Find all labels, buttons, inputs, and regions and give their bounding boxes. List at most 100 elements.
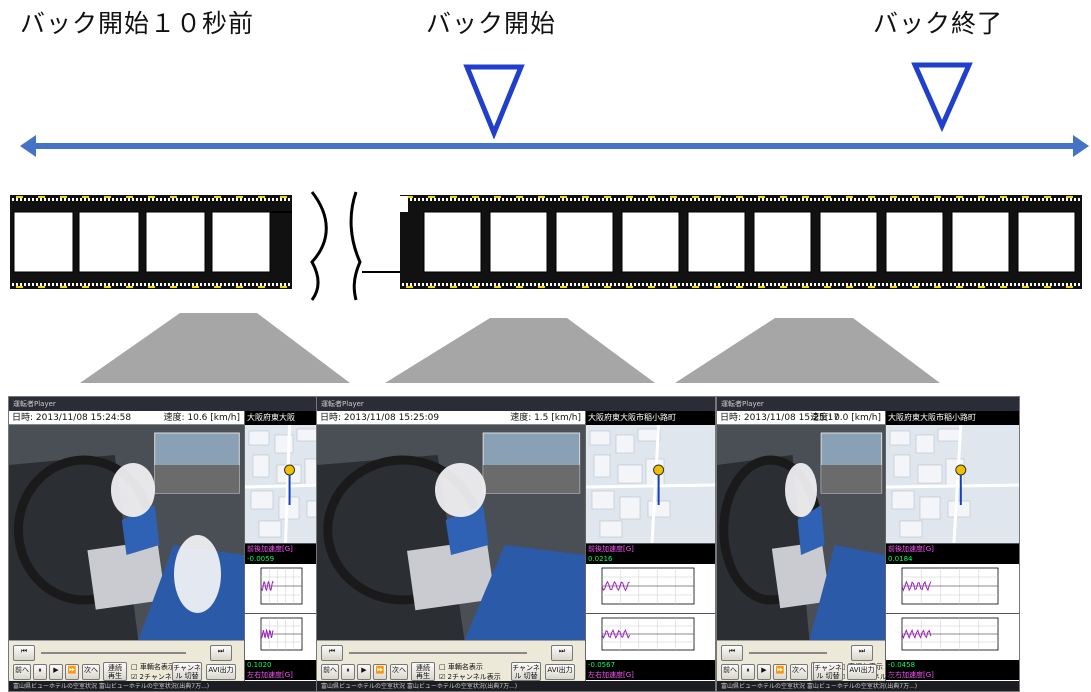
timeline-diagram bbox=[10, 62, 1089, 383]
film-frame bbox=[555, 211, 614, 273]
avi-output-button[interactable]: AVI出力 bbox=[206, 664, 236, 680]
player-screenshot-2: 運転者Player 日時: 2013/11/08 15:25:09 速度: 1.… bbox=[316, 396, 716, 692]
play-button[interactable]: ▶ bbox=[49, 664, 63, 680]
side-panel: 大阪府東大阪市稲小路町 前後加速度[G]0.0216 bbox=[585, 411, 715, 681]
chart2-title: 左右加速度[G] bbox=[247, 671, 293, 679]
projection-3 bbox=[675, 318, 940, 383]
channel-switch-button[interactable]: チャンネル 切替 bbox=[511, 662, 541, 681]
break-mark-left bbox=[310, 191, 328, 301]
channel-switch-button[interactable]: チャンネル 切替 bbox=[813, 662, 843, 681]
next-frame-button[interactable]: ⏭ bbox=[551, 645, 573, 661]
prev-frame-button[interactable]: ⏮ bbox=[721, 645, 743, 661]
film-frame bbox=[211, 211, 271, 273]
two-channel-checkbox[interactable]: ☑ 2チャンネル表示 bbox=[131, 673, 193, 681]
avi-output-button[interactable]: AVI出力 bbox=[847, 664, 877, 680]
next-button[interactable]: 次へ bbox=[390, 664, 408, 680]
arrow-head-left bbox=[20, 135, 36, 157]
vehicle-name-checkbox[interactable]: □ 車輌名表示 bbox=[439, 663, 483, 671]
avi-output-button[interactable]: AVI出力 bbox=[545, 664, 575, 680]
film-frame bbox=[687, 211, 746, 273]
side-panel: 大阪府東大阪 前後加速度[G] -0.0059 bbox=[244, 411, 323, 681]
play-button[interactable]: ▶ bbox=[357, 664, 371, 680]
chart1-value: 0.0216 bbox=[588, 555, 613, 563]
chart-longitudinal: 前後加速度[G] -0.0059 bbox=[245, 543, 323, 614]
marker-start bbox=[463, 64, 525, 140]
next-button[interactable]: 次へ bbox=[790, 664, 808, 680]
film-frame bbox=[78, 211, 140, 273]
film-frame bbox=[423, 211, 482, 273]
projection-1 bbox=[80, 313, 350, 383]
chart1-value: -0.0059 bbox=[247, 555, 275, 563]
film-frame bbox=[753, 211, 812, 273]
continuous-play-button[interactable]: 連続 再生 bbox=[411, 662, 435, 681]
pause-button[interactable]: ⏸ bbox=[741, 664, 755, 680]
film-frame bbox=[1017, 211, 1076, 273]
info-bar: 日時: 2013/11/08 15:25:09 速度: 1.5 [km/h] bbox=[317, 411, 585, 425]
chart-longitudinal: 前後加速度[G]0.0184 bbox=[886, 543, 1019, 614]
face-blur bbox=[110, 463, 156, 517]
projection-2 bbox=[385, 318, 655, 383]
next-frame-button[interactable]: ⏭ bbox=[851, 645, 873, 661]
taskbar: 富山県ビューホテルの空室状況 富山ビューホテルの空室状況(出典7万...) bbox=[317, 681, 715, 691]
film-frame bbox=[819, 211, 878, 273]
fast-forward-button[interactable]: ⏩ bbox=[773, 664, 787, 680]
seek-bar[interactable] bbox=[749, 652, 827, 654]
camera-view bbox=[9, 425, 244, 640]
prev-frame-button[interactable]: ⏮ bbox=[321, 645, 343, 661]
face-blur bbox=[785, 463, 817, 517]
playback-controls: ⏮ ⏭ 前へ ⏸ ▶ ⏩ 次へ 連続 再生 □ 車輌名表示 ☑ 2チャンネル表示… bbox=[717, 640, 901, 682]
chart-longitudinal: 前後加速度[G]0.0216 bbox=[586, 543, 715, 614]
prev-button[interactable]: 前へ bbox=[13, 664, 31, 680]
face-blur bbox=[435, 463, 486, 517]
two-channel-checkbox[interactable]: ☑ 2チャンネル表示 bbox=[439, 673, 501, 681]
prev-frame-button[interactable]: ⏮ bbox=[13, 645, 35, 661]
pause-button[interactable]: ⏸ bbox=[33, 664, 47, 680]
player-screenshot-3: 運転者Player 日時: 2013/11/08 15:25:17 速度: 0.… bbox=[716, 396, 1020, 692]
side-panel: 大阪府東大阪市稲小路町 前後加速度[G]0.0184 bbox=[885, 411, 1019, 681]
filmstrip-right bbox=[400, 195, 1082, 289]
info-bar: 日時: 2013/11/08 15:25:17 速度: 0.0 [km/h] bbox=[717, 411, 885, 425]
marker-end bbox=[911, 62, 973, 133]
camera-view bbox=[717, 425, 885, 640]
prev-button[interactable]: 前へ bbox=[321, 664, 339, 680]
datetime-text: 日時: 2013/11/08 15:24:58 bbox=[12, 413, 132, 423]
map-view bbox=[586, 424, 715, 544]
time-markers bbox=[463, 62, 973, 140]
next-button[interactable]: 次へ bbox=[82, 664, 100, 680]
info-bar: 日時: 2013/11/08 15:24:58 速度: 10.6 [km/h] bbox=[9, 411, 244, 425]
chart2-title: 左右加速度[G] bbox=[888, 671, 934, 679]
timeline-arrow bbox=[20, 135, 1089, 157]
taskbar-text: 富山県ビューホテルの空室状況 富山ビューホテルの空室状況(出典7万...) bbox=[721, 683, 918, 690]
label-start: バック開始 bbox=[426, 9, 557, 38]
seek-bar[interactable] bbox=[349, 652, 527, 654]
prev-button[interactable]: 前へ bbox=[721, 664, 739, 680]
next-frame-button[interactable]: ⏭ bbox=[210, 645, 232, 661]
film-frame bbox=[489, 211, 548, 273]
face-blur bbox=[173, 535, 221, 613]
filmstrip bbox=[10, 191, 1082, 301]
chart2-value: -0.0567 bbox=[588, 661, 616, 669]
location-text: 大阪府東大阪 bbox=[245, 411, 323, 425]
chart2-title: 左右加速度[G] bbox=[588, 671, 634, 679]
continuous-play-button[interactable]: 連続 再生 bbox=[103, 662, 127, 681]
fast-forward-button[interactable]: ⏩ bbox=[65, 664, 79, 680]
vehicle-name-checkbox[interactable]: □ 車輌名表示 bbox=[131, 663, 175, 671]
player-screenshot-1: 運転者Player 日時: 2013/11/08 15:24:58 速度: 10… bbox=[8, 396, 324, 692]
playback-controls: ⏮ ⏭ 前へ ⏸ ▶ ⏩ 次へ 連続 再生 □ 車輌名表示 ☑ 2チャンネル表示… bbox=[317, 640, 585, 682]
fast-forward-button[interactable]: ⏩ bbox=[373, 664, 387, 680]
channel-switch-button[interactable]: チャンネル 切替 bbox=[172, 662, 202, 681]
film-frame bbox=[885, 211, 944, 273]
chart1-title: 前後加速度[G] bbox=[247, 545, 293, 553]
projection-shapes bbox=[80, 313, 940, 383]
film-frame bbox=[13, 211, 74, 273]
label-end: バック終了 bbox=[873, 9, 1004, 38]
seek-bar[interactable] bbox=[41, 652, 186, 654]
chart-lateral: -0.0567 左右加速度[G] bbox=[586, 613, 715, 681]
location-text: 大阪府東大阪市稲小路町 bbox=[586, 411, 715, 425]
playback-controls: ⏮ ⏭ 前へ ⏸ ▶ ⏩ 次へ 連続 再生 □ 車輌名表示 ☑ 2チャンネル表示… bbox=[9, 640, 244, 682]
pause-button[interactable]: ⏸ bbox=[341, 664, 355, 680]
taskbar: 富山県ビューホテルの空室状況 富山ビューホテルの空室状況(出典7万...) bbox=[717, 681, 1019, 691]
film-frame bbox=[951, 211, 1010, 273]
play-button[interactable]: ▶ bbox=[757, 664, 771, 680]
